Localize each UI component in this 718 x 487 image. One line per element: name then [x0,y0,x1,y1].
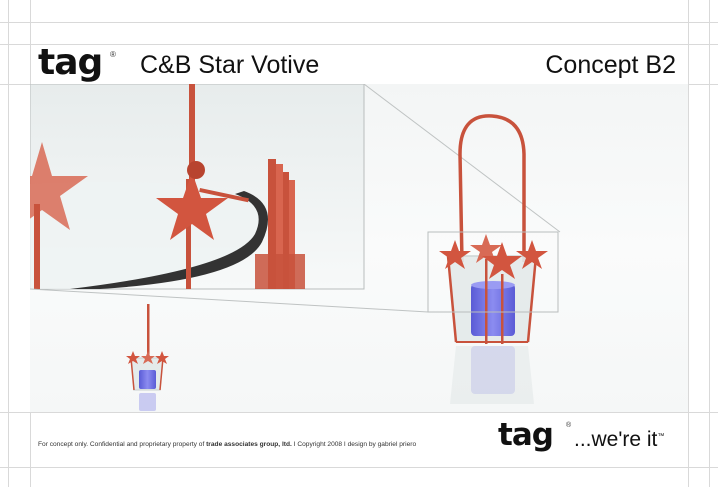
page-title: C&B Star Votive [140,51,320,79]
note-suffix: I Copyright 2008 I design by gabriel pri… [291,441,417,448]
crop-line-right [709,0,710,487]
guide-line-right [688,0,689,487]
leader-line-bottom [30,288,429,313]
header: tag ® C&B Star Votive Concept B2 [30,44,688,84]
guide-line-footer-bottom [0,467,718,468]
company-name: trade associates group, ltd. [206,441,292,448]
registered-mark: ® [110,50,116,59]
tag-logo: tag [38,42,103,83]
slogan: ...we're it™ [574,424,664,453]
votive-large [427,114,559,404]
zoom-detail-panel [30,84,365,290]
leader-line-top [363,84,561,233]
trademark-mark: ™ [657,433,665,440]
product-render [30,84,688,412]
note-prefix: For concept only. Confidential and propr… [38,441,207,448]
footer-tag-logo: tag [498,417,554,453]
render-illustration [30,84,561,411]
crop-line-left [8,0,9,487]
guide-line-footer-top [0,412,718,413]
slogan-text: ...we're it [574,428,658,451]
footer-logo: tag ® ...we're it™ [498,418,688,454]
confidentiality-note: For concept only. Confidential and propr… [38,441,416,448]
votive-small [126,304,169,411]
guide-line-header-top [0,44,718,45]
footer-registered-mark: ® [566,422,572,429]
crop-line-top [0,22,718,23]
concept-label: Concept B2 [545,51,676,79]
